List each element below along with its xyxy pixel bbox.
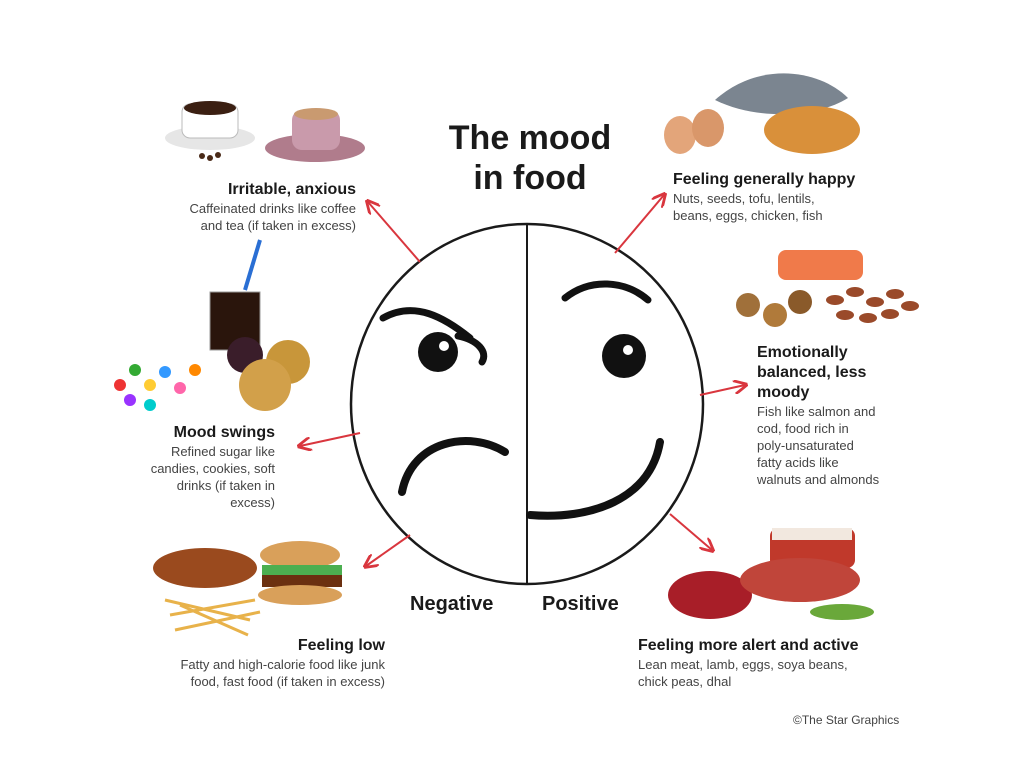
label-line: excess) [230,495,275,510]
coffee-tea-image [165,101,365,162]
label-line: fatty acids like [757,455,839,470]
label-irritable: Irritable, anxious Caffeinated drinks li… [130,180,356,234]
positive-label: Positive [542,593,619,615]
label-heading: balanced, less [757,364,867,381]
credit-text: ©The Star Graphics [793,713,900,727]
label-line: beans, eggs, chicken, fish [673,208,823,223]
arrow-balanced [699,385,745,396]
title-line-2: in food [473,159,587,197]
arrow-irritable [368,202,421,263]
title-line-1: The mood [448,119,612,157]
label-line: Refined sugar like [170,444,275,459]
label-happy: Feeling generally happy Nuts, seeds, tof… [673,170,913,224]
label-line: drinks (if taken in [176,478,275,493]
label-heading: Irritable, anxious [227,181,356,198]
arrow-mood-swings [300,432,361,446]
label-line: cod, food rich in [757,421,849,436]
fast-food-image [153,541,342,637]
eggs-fish-chicken-image [664,73,860,154]
candy-cookies-soda-image [114,239,310,411]
label-heading: Feeling low [297,637,385,654]
salmon-nuts-image [736,250,919,327]
arrow-alert [669,513,712,550]
label-line: walnuts and almonds [757,472,880,487]
label-heading: Feeling more alert and active [638,637,859,654]
label-balanced: Emotionally balanced, less moody Fish li… [757,343,937,488]
label-heading: Emotionally [757,344,848,361]
label-line: Fatty and high-calorie food like junk [180,657,385,672]
label-line: Caffeinated drinks like coffee [189,201,356,216]
negative-label: Negative [410,593,494,615]
label-heading: Feeling generally happy [673,171,856,188]
label-feeling-low: Feeling low Fatty and high-calorie food … [110,636,385,690]
label-line: candies, cookies, soft [150,461,275,476]
label-line: food, fast food (if taken in excess) [190,674,385,689]
label-line: chick peas, dhal [638,674,732,689]
arrows [300,195,745,566]
label-heading: moody [757,384,810,401]
diagram-title: The mood in food [420,118,640,198]
label-heading: Mood swings [173,424,275,441]
meat-beans-image [668,528,874,620]
arrow-feeling-low [366,534,411,566]
face [349,222,705,586]
label-line: Fish like salmon and [757,404,876,419]
label-line: Nuts, seeds, tofu, lentils, [673,191,815,206]
arrow-happy [614,195,664,254]
label-line: Lean meat, lamb, eggs, soya beans, [638,657,848,672]
label-mood-swings: Mood swings Refined sugar like candies, … [110,423,275,511]
label-alert: Feeling more alert and active Lean meat,… [638,636,938,690]
label-line: and tea (if taken in excess) [200,218,356,233]
label-line: poly-unsaturated [757,438,854,453]
